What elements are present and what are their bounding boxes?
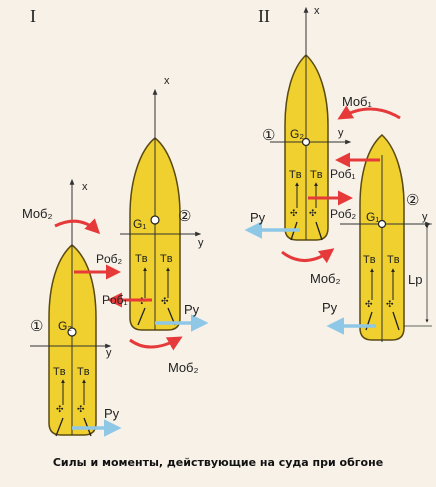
panel-I-numeral: I <box>30 6 36 26</box>
ship-a-y-label: y <box>198 237 204 249</box>
ship-a-moment-arrow <box>129 336 183 351</box>
ship-c-propeller-right-icon: ✣ <box>309 208 317 218</box>
ship-a-moment-label: Mоб₂ <box>168 360 199 375</box>
ship-b-center-of-gravity <box>67 327 77 337</box>
ship-b-red-force-label: Pоб₂ <box>96 252 123 266</box>
ship-a-thrust-label-right: Tв <box>160 253 173 265</box>
ship-d-propeller-right-icon: ✣ <box>386 299 394 309</box>
ship-a-rudder-left <box>137 307 146 326</box>
ship-c-thrust-label-left: Tв <box>289 169 302 181</box>
ship-d-center-of-gravity <box>377 219 387 229</box>
ship-d-moment-label: Mоб₂ <box>310 271 341 286</box>
ship-b-moment-arrow <box>54 218 101 235</box>
ship-c-center-label: G₂ <box>290 127 304 141</box>
ship-c-blue-force-label: Py <box>250 210 266 225</box>
ship-c-moment-arrow <box>337 105 401 120</box>
ship-b-propeller-right-icon: ✣ <box>77 404 85 414</box>
panel-II-numeral: II <box>258 6 270 26</box>
ship-a-red-force-label: Pоб₁ <box>102 293 128 307</box>
ship-d-propeller-left-icon: ✣ <box>365 299 373 309</box>
ship-c-number: ① <box>262 127 275 144</box>
ship-b: G₂ x y ① Tв Tв ✣ ✣ Pоб₂ Py Mоб₂ <box>22 178 123 437</box>
ship-d: G₁ y ② Tв Tв ✣ ✣ Pоб₁ Pоб₂ Py Mоб₂ Lp <box>281 133 432 342</box>
ship-c: G₂ x y ① Tв Tв ✣ ✣ Py Mоб₁ <box>244 5 401 241</box>
ship-d-center-label: G₁ <box>366 210 379 224</box>
ship-c-thrust-label-right: Tв <box>310 169 323 181</box>
ship-b-number: ① <box>30 318 43 335</box>
ship-a-blue-force-label: Py <box>184 302 200 317</box>
ship-d-blue-force-label: Py <box>322 300 338 315</box>
ship-c-rudder-right <box>315 221 323 241</box>
ship-a-propeller-right-icon: ✣ <box>161 296 169 306</box>
ship-a-center-of-gravity <box>150 215 160 225</box>
ship-b-thrust-label-left: Tв <box>53 366 66 378</box>
ship-c-red-force-label: Pоб₁ <box>330 167 356 181</box>
ship-d-moment-arrow <box>281 248 335 264</box>
ship-d-thrust-label-right: Tв <box>387 254 400 266</box>
ship-d-y-label: y <box>422 211 428 223</box>
figure-caption: Силы и моменты, действующие на суда при … <box>53 456 383 469</box>
ship-a-number: ② <box>178 208 191 225</box>
ship-b-moment-label: Mоб₂ <box>22 206 53 221</box>
ship-b-propeller-left-icon: ✣ <box>56 404 64 414</box>
ship-b-y-label: y <box>106 347 112 359</box>
ship-d-rudder-right <box>392 311 400 331</box>
ship-d-thrust-label-left: Tв <box>363 254 376 266</box>
ship-d-red-force-label: Pоб₂ <box>330 207 357 221</box>
ship-b-blue-force-label: Py <box>104 406 120 421</box>
ship-b-center-label: G₂ <box>58 319 72 333</box>
ship-b-x-label: x <box>82 181 88 193</box>
ship-a: G₁ x y ② Tв Tв ✣ ✣ Pоб₁ Py Mоб₂ <box>102 75 209 375</box>
ship-b-thrust-label-right: Tв <box>77 366 90 378</box>
ship-c-moment-label: Mоб₁ <box>342 94 373 109</box>
ship-a-thrust-label-left: Tв <box>135 253 148 265</box>
ship-a-x-label: x <box>164 75 170 87</box>
ship-b-rudder-left <box>55 417 64 437</box>
ship-c-y-label: y <box>338 127 344 139</box>
ship-a-center-label: G₁ <box>133 217 146 231</box>
ship-c-x-label: x <box>314 5 320 17</box>
ship-d-dimension-label: Lp <box>408 272 422 287</box>
ship-c-propeller-left-icon: ✣ <box>290 208 298 218</box>
ship-c-center-of-gravity <box>301 137 311 147</box>
ship-d-number: ② <box>406 192 419 209</box>
